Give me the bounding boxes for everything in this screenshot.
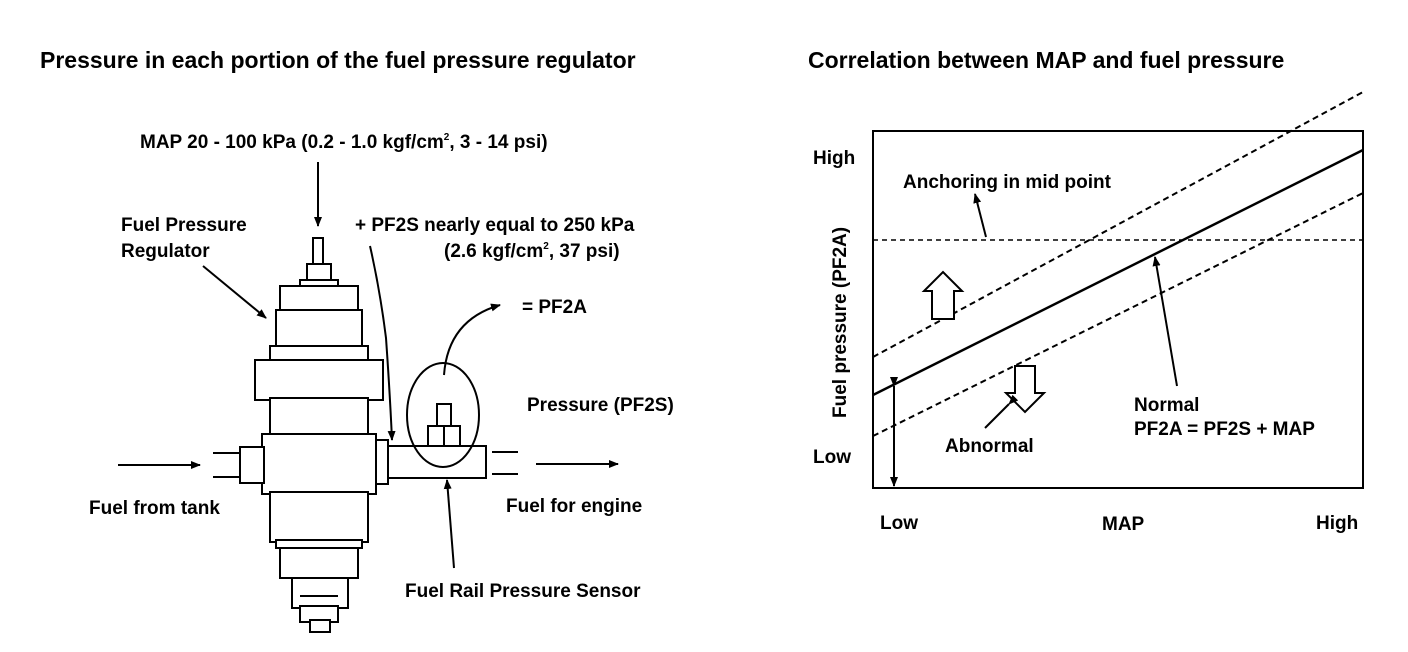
normal-label-line2: PF2A = PF2S + MAP bbox=[1134, 419, 1315, 440]
right-title: Correlation between MAP and fuel pressur… bbox=[808, 47, 1284, 73]
anchoring-arrow bbox=[973, 193, 987, 238]
regulator-label-line2: Regulator bbox=[121, 241, 210, 262]
abnormal-label: Abnormal bbox=[945, 436, 1034, 457]
fuel-pressure-regulator-drawing bbox=[254, 237, 384, 633]
pf2s-label-line2: (2.6 kgf/cm2, 37 psi) bbox=[444, 241, 620, 262]
decrease-block-arrow-icon bbox=[1003, 365, 1047, 414]
y-low-label: Low bbox=[813, 447, 851, 468]
graph-frame bbox=[872, 130, 1364, 489]
pf2s-arrow bbox=[369, 245, 396, 441]
normal-label-line1: Normal bbox=[1134, 395, 1199, 416]
sensor-label: Fuel Rail Pressure Sensor bbox=[405, 581, 641, 602]
pf2s-label-line1: + PF2S nearly equal to 250 kPa bbox=[355, 215, 635, 236]
regulator-label-line1: Fuel Pressure bbox=[121, 215, 247, 236]
fuel-from-tank-label: Fuel from tank bbox=[89, 498, 220, 519]
x-high-label: High bbox=[1316, 513, 1358, 534]
y-high-label: High bbox=[813, 148, 855, 169]
normal-line bbox=[872, 148, 1364, 397]
sensor-arrow bbox=[443, 479, 455, 569]
x-axis-label: MAP bbox=[1102, 514, 1145, 535]
x-low-label: Low bbox=[880, 513, 918, 534]
sensor-highlight-ellipse bbox=[406, 362, 480, 468]
right-diagram: Correlation between MAP and fuel pressur… bbox=[808, 47, 1364, 535]
increase-block-arrow-icon bbox=[921, 270, 965, 320]
abnormal-arrow bbox=[984, 394, 1019, 429]
left-title: Pressure in each portion of the fuel pre… bbox=[40, 47, 636, 73]
pressure-pf2s-label: Pressure (PF2S) bbox=[527, 395, 674, 416]
fuel-for-engine-label: Fuel for engine bbox=[506, 496, 642, 517]
map-label: MAP 20 - 100 kPa (0.2 - 1.0 kgf/cm2, 3 -… bbox=[140, 132, 548, 153]
pf2a-label: = PF2A bbox=[522, 297, 587, 318]
fuel-rail-pressure-sensor-drawing bbox=[427, 403, 461, 447]
left-diagram: Pressure in each portion of the fuel pre… bbox=[40, 47, 674, 633]
inlet-fitting bbox=[213, 446, 265, 484]
lower-abnormal-line bbox=[872, 192, 1364, 437]
y-axis-label: Fuel pressure (PF2A) bbox=[830, 227, 851, 418]
anchoring-label: Anchoring in mid point bbox=[903, 172, 1112, 193]
regulator-arrow bbox=[202, 265, 267, 319]
normal-arrow bbox=[1152, 256, 1178, 387]
